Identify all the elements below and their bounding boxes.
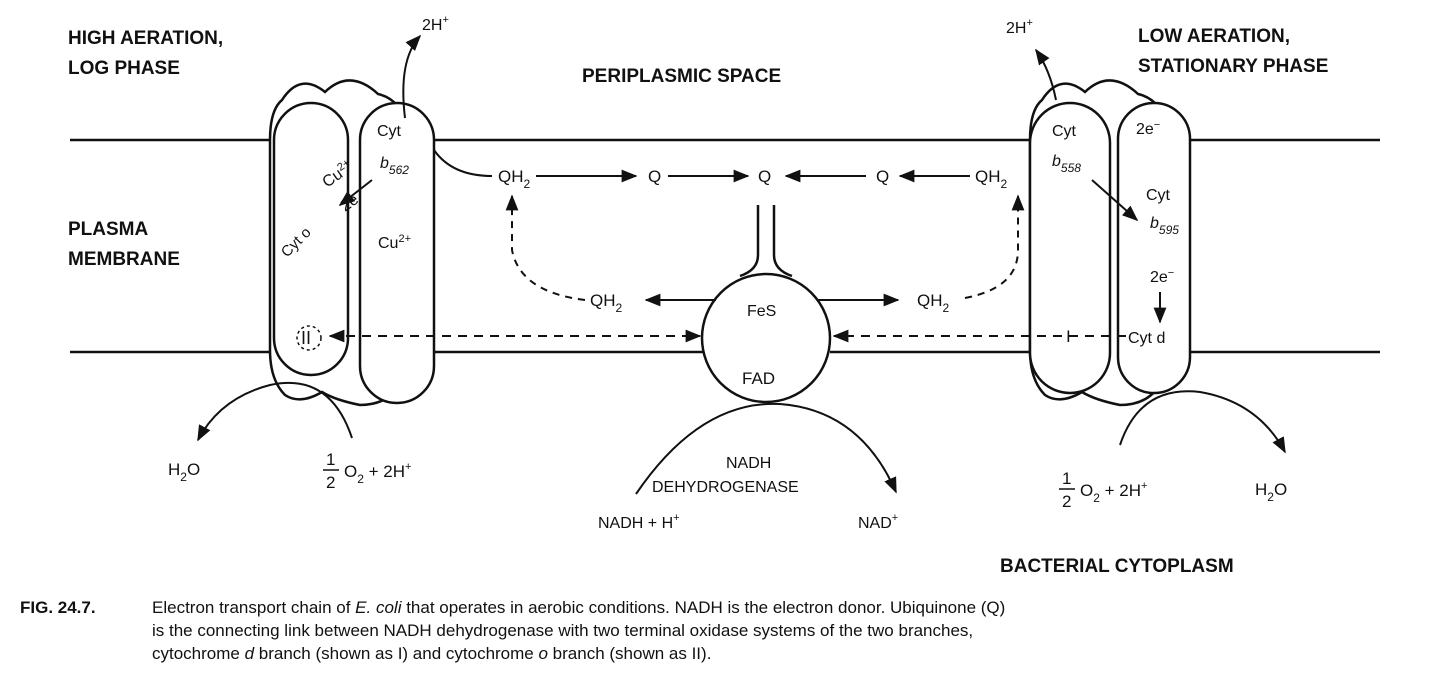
right-subunit-2 <box>1116 101 1192 395</box>
cytochrome-o-complex <box>268 79 436 407</box>
right-cyt-d-label: Cyt d <box>1128 330 1165 347</box>
left-branch-label: II <box>301 328 311 348</box>
right-proton-arrow <box>1035 48 1057 101</box>
left-complex-to-qh2-curve <box>433 149 493 177</box>
right-water-label: H2O <box>1255 480 1287 504</box>
right-half-num: 1 <box>1062 469 1071 488</box>
left-branch-marker <box>296 325 322 351</box>
right-2e-bottom-label: 2e− <box>1150 267 1174 286</box>
membrane-label: MEMBRANE <box>68 249 180 270</box>
left-oxygen-label: 1 2 O2 + 2H+ <box>323 450 411 492</box>
dehydrogenase-name-1: NADH <box>726 455 771 472</box>
left-proton-label: 2H+ <box>422 14 449 34</box>
quinone-arrows <box>328 149 1126 343</box>
left-water-arrow <box>197 381 353 442</box>
qh2-lower-left-label: QH2 <box>590 291 623 315</box>
right-b595-label: b595 <box>1150 215 1179 237</box>
right-half-den: 2 <box>1062 492 1071 511</box>
bacterial-cytoplasm-label: BACTERIAL CYTOPLASM <box>1000 556 1234 577</box>
qh2-right-label: QH2 <box>975 167 1008 191</box>
right-2e-top-label: 2e− <box>1136 119 1160 138</box>
dehydrogenase-name-2: DEHYDROGENASE <box>652 479 799 496</box>
left-water-label: H2O <box>168 460 200 484</box>
q-center-label: Q <box>758 167 771 186</box>
cytochrome-d-complex <box>1028 79 1192 407</box>
right-branch-label: I <box>1066 327 1071 346</box>
quinone-pool: QH2 Q Q Q QH2 QH2 QH2 <box>498 167 1008 315</box>
q-right-label: Q <box>876 167 889 186</box>
figure-caption: FIG. 24.7. Electron transport chain of E… <box>20 596 1430 665</box>
left-cu2-bottom-label: Cu2+ <box>378 233 411 252</box>
high-aeration-label: HIGH AERATION, <box>68 28 223 49</box>
caption-line-3: cytochrome d branch (shown as I) and cyt… <box>152 644 712 663</box>
qh2-lower-left-recycle-arrow <box>505 194 586 301</box>
left-oxygen-text: O2 + 2H+ <box>344 461 411 486</box>
fad-label: FAD <box>742 369 775 388</box>
nadh-dehydrogenase <box>700 205 832 404</box>
figure-label: FIG. 24.7. <box>20 598 96 617</box>
qh2-lower-right-recycle-arrow <box>964 194 1025 299</box>
log-phase-label: LOG PHASE <box>68 58 180 79</box>
qh2-lower-right-label: QH2 <box>917 291 950 315</box>
left-cyt-label: Cyt <box>377 123 402 140</box>
right-oxygen-label: 1 2 O2 + 2H+ <box>1059 469 1147 511</box>
cytochrome-d-complex-labels: Cyt b558 2e− Cyt b595 2e− Cyt d I <box>1052 119 1179 347</box>
left-proton-arrow <box>402 34 422 119</box>
low-aeration-label: LOW AERATION, <box>1138 26 1290 47</box>
periplasmic-space-label: PERIPLASMIC SPACE <box>582 66 781 87</box>
stationary-phase-label: STATIONARY PHASE <box>1138 56 1328 77</box>
nad-product-label: NAD+ <box>858 512 898 532</box>
right-proton-label: 2H+ <box>1006 17 1033 37</box>
left-half-den: 2 <box>326 473 335 492</box>
left-internal-electron-arrow <box>338 179 373 206</box>
left-b562-label: b562 <box>380 155 409 177</box>
right-cyt-mid-label: Cyt <box>1146 187 1171 204</box>
right-water-arrow <box>1119 390 1286 454</box>
right-b558-label: b558 <box>1052 153 1081 175</box>
caption-line-1: Electron transport chain of E. coli that… <box>152 598 1006 617</box>
left-subunit-1 <box>272 101 350 377</box>
dehydrogenase-circle <box>700 272 832 404</box>
left-subunit-2 <box>358 101 436 405</box>
right-b558-to-b595-arrow <box>1091 179 1139 222</box>
right-cyt-top-label: Cyt <box>1052 123 1077 140</box>
region-labels: HIGH AERATION, LOG PHASE LOW AERATION, S… <box>68 26 1328 577</box>
left-half-num: 1 <box>326 450 335 469</box>
right-subunit-1 <box>1028 101 1112 395</box>
plasma-membrane-lines <box>70 138 1380 354</box>
qh2-left-label: QH2 <box>498 167 531 191</box>
nadh-substrate-label: NADH + H+ <box>598 512 680 532</box>
nadh-oxidation-arrow <box>635 402 897 495</box>
dehydrogenase-stalk-base <box>739 254 793 278</box>
right-oxygen-text: O2 + 2H+ <box>1080 480 1147 505</box>
caption-line-2: is the connecting link between NADH dehy… <box>152 621 974 640</box>
q-left-label: Q <box>648 167 661 186</box>
plasma-label: PLASMA <box>68 219 149 240</box>
caption-body: Electron transport chain of E. coli that… <box>152 596 1422 665</box>
fes-label: FeS <box>747 303 776 320</box>
